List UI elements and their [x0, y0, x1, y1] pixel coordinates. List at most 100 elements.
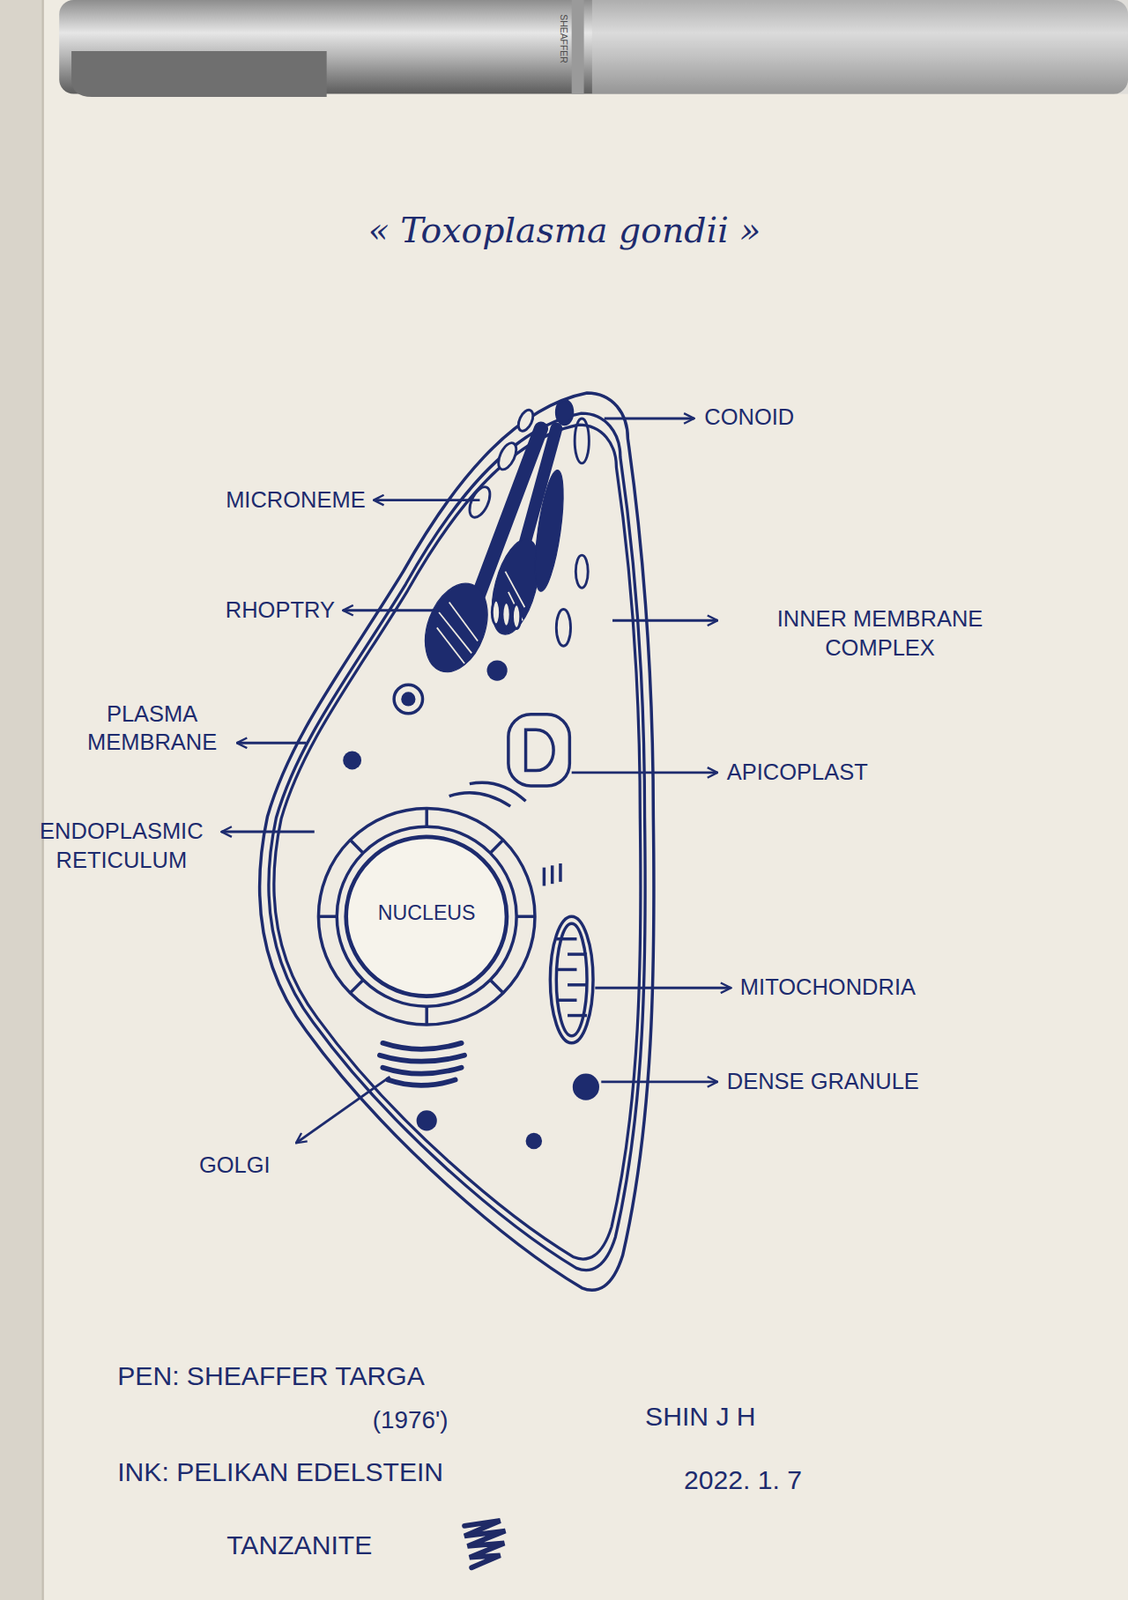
micronemes-part [495, 440, 520, 473]
leader-lines-part [342, 608, 434, 612]
diagram-title: « Toxoplasma gondii » [368, 207, 762, 252]
nucleus-membrane [346, 837, 507, 997]
rhoptries-part [437, 571, 526, 664]
cell-outline [259, 393, 654, 1291]
mitochondrion-part [556, 998, 577, 1002]
cell-outline-part [268, 413, 646, 1270]
golgi-part [379, 1055, 465, 1062]
nucleus-label: NUCLEUS [378, 900, 476, 926]
organelle-label: MITOCHONDRIA [740, 973, 916, 1002]
ink-swatch-part [464, 1521, 505, 1568]
endoplasmic-reticulum-part [489, 979, 504, 994]
micronemes-part [512, 604, 521, 630]
leader-lines-part [601, 1080, 718, 1084]
micronemes-part [502, 601, 511, 627]
rhoptries-part-part [437, 627, 465, 664]
organelle-label: CONOID [704, 403, 795, 432]
rhoptries [413, 429, 569, 682]
dense-granules-part [572, 1074, 600, 1101]
endoplasmic-reticulum-part [424, 1006, 428, 1025]
dense-granules-part [487, 660, 508, 681]
dense-granules-part [342, 751, 362, 771]
mitochondrion-part [549, 916, 594, 1044]
ink-swatch [464, 1521, 505, 1568]
fountain-pen-part [71, 51, 327, 97]
pen-engraving: SHEAFFER [556, 14, 569, 64]
micronemes-part [575, 555, 588, 588]
dense-granules-part [400, 691, 416, 706]
endoplasmic-reticulum-part [318, 808, 535, 1025]
organelle-label: GOLGI [199, 1151, 271, 1180]
leader-lines-part [612, 619, 718, 623]
endoplasmic-reticulum-part [424, 808, 428, 827]
leader-lines [221, 418, 731, 1143]
dense-granules-part [526, 1133, 543, 1151]
footer-note: TANZANITE [226, 1528, 372, 1563]
golgi-part [382, 1043, 461, 1050]
rhoptries-part [413, 574, 499, 681]
mitochondrion-part [556, 968, 577, 972]
fountain-pen-part [571, 0, 585, 95]
mitochondrion-part [556, 923, 587, 1036]
author-signature: SHIN J H [645, 1400, 757, 1434]
footer-note: (1976') [372, 1404, 449, 1436]
leader-lines-part [571, 771, 719, 774]
fountain-pen [59, 0, 1128, 97]
endoplasmic-reticulum-part [558, 863, 562, 883]
cell-outline-part [274, 424, 641, 1260]
dense-granules-part [393, 684, 423, 713]
endoplasmic-reticulum-part [336, 826, 517, 1007]
leader-lines-part [296, 1076, 391, 1143]
leader-lines-part [221, 831, 314, 834]
golgi-part [382, 1068, 461, 1075]
rhoptries-part [529, 468, 570, 594]
golgi [379, 1043, 465, 1086]
endoplasmic-reticulum-part [516, 914, 535, 918]
dense-granules-part [416, 1110, 438, 1131]
organelle-label: DENSE GRANULE [727, 1068, 920, 1097]
leader-lines-part [594, 987, 731, 990]
golgi-part [387, 1080, 455, 1086]
endoplasmic-reticulum-part [550, 865, 554, 884]
conoid [556, 400, 589, 464]
micronemes [465, 408, 588, 646]
nucleus-shape: NUCLEUS [343, 833, 511, 1000]
organelle-label: ENDOPLASMIC RETICULUM [29, 817, 215, 876]
micronemes-part [556, 609, 571, 647]
organelle-label: RHOPTRY [225, 595, 335, 624]
paper-part [0, 0, 44, 1600]
mitochondrion [549, 916, 594, 1044]
organelle-label: APICOPLAST [727, 758, 869, 787]
endoplasmic-reticulum-part [349, 839, 364, 854]
micronemes-part [515, 408, 536, 434]
rhoptries-part-part [449, 601, 478, 641]
endoplasmic-reticulum-part [449, 793, 512, 807]
footer-note: PEN: SHEAFFER TARGA [117, 1359, 425, 1394]
mitochondrion-part [567, 1014, 587, 1017]
endoplasmic-reticulum-part [349, 979, 364, 994]
conoid-part [556, 400, 573, 425]
fountain-pen-part [592, 0, 1128, 95]
endoplasmic-reticulum-part [489, 839, 504, 854]
rhoptries-part-part [438, 612, 472, 654]
apicoplast-part [508, 714, 571, 787]
paper-part [41, 0, 44, 1600]
leader-lines-part [373, 498, 480, 502]
conoid-part [574, 418, 589, 464]
organelle-label: MICRONEME [225, 485, 366, 514]
organelle-label: PLASMA MEMBRANE [75, 700, 230, 758]
endoplasmic-reticulum-part [542, 868, 546, 887]
mitochondrion-part [567, 983, 587, 987]
mitochondrion-part [567, 952, 587, 956]
date-note: 2022. 1. 7 [683, 1463, 802, 1498]
footer-note: INK: PELIKAN EDELSTEIN [117, 1455, 444, 1490]
micronemes-part [465, 483, 494, 520]
organelle-label: INNER MEMBRANE COMPLEX [727, 605, 1034, 663]
apicoplast [508, 714, 571, 787]
leader-lines-part [604, 416, 695, 420]
micronemes-part [491, 600, 500, 625]
dense-granules [342, 660, 600, 1150]
apicoplast-part [526, 729, 555, 771]
